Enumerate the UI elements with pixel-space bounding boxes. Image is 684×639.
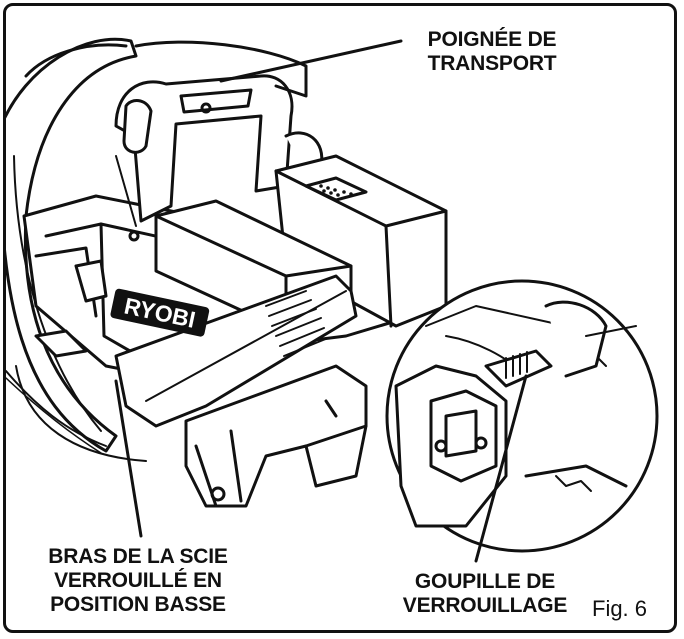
leader-handle xyxy=(219,39,403,83)
label-line: VERROUILLÉ EN xyxy=(54,569,222,592)
label-line: BRAS DE LA SCIE xyxy=(48,545,228,568)
leader-pin xyxy=(474,374,528,563)
label-line: VERROUILLAGE xyxy=(402,594,568,617)
figure-frame: RYOBI xyxy=(3,3,677,633)
miter-saw-illustration: RYOBI xyxy=(6,37,659,563)
label-carry-handle: POIGNÉE DE TRANSPORT xyxy=(402,28,582,76)
label-line: POSITION BASSE xyxy=(50,593,226,616)
carry-handle xyxy=(114,74,294,223)
label-saw-arm: BRAS DE LA SCIE VERROUILLÉ EN POSITION B… xyxy=(18,545,258,617)
label-line: POIGNÉE DE xyxy=(427,28,557,51)
label-line: GOUPILLE DE xyxy=(414,570,556,593)
label-lock-pin: GOUPILLE DE VERROUILLAGE xyxy=(385,570,585,618)
label-line: TRANSPORT xyxy=(427,52,557,75)
figure-number: Fig. 6 xyxy=(592,596,648,621)
leader-arm xyxy=(114,379,143,538)
